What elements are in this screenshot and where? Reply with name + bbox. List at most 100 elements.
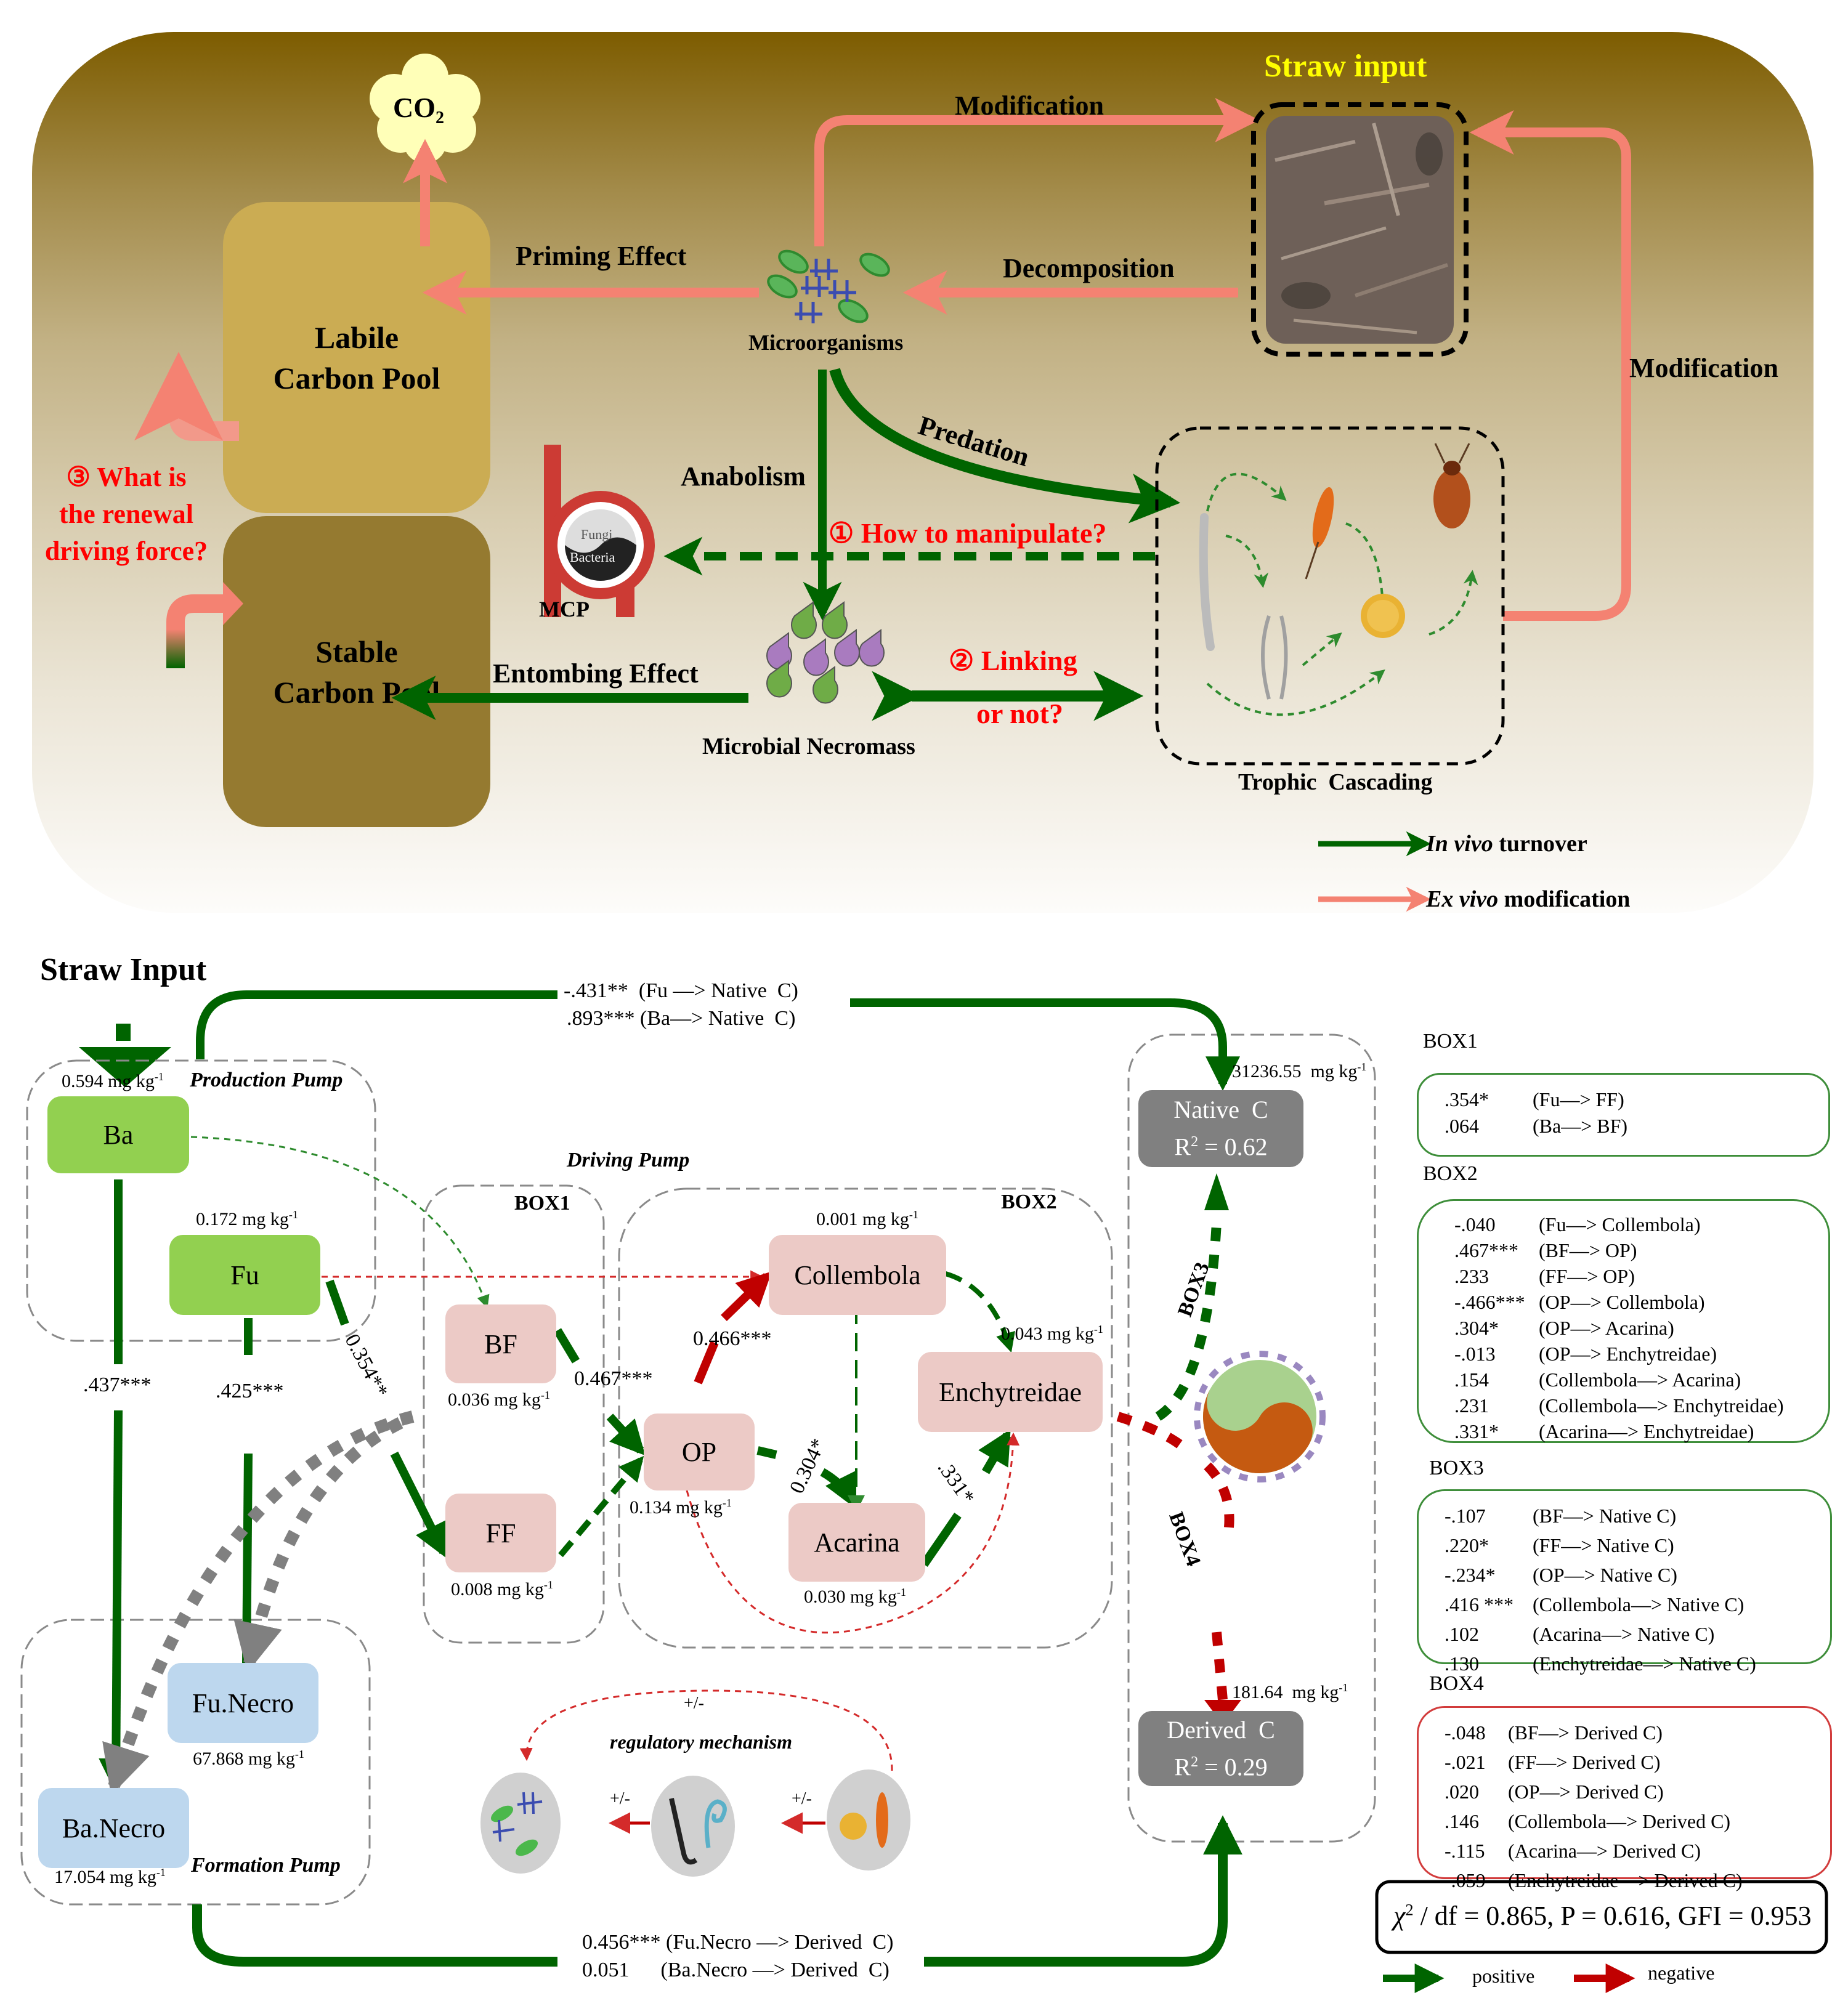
straw-input-title: Straw input — [1264, 49, 1427, 84]
fu-to-ff-path-top — [325, 1279, 349, 1326]
microbe-native-path-left — [196, 990, 557, 1059]
node-ba-necro-value: 17.054 mg kg-1 — [54, 1866, 166, 1888]
coef-value: .354* — [1445, 1088, 1489, 1110]
coef-value: .154 — [1454, 1369, 1489, 1391]
fit-stats-frame — [1375, 1880, 1828, 1954]
coef-box1-row-path: (Ba—> BF) — [1533, 1115, 1627, 1138]
microbial-necromass-icon — [766, 601, 885, 704]
coef-value: .304* — [1454, 1317, 1499, 1339]
node-fu-label: Fu — [230, 1260, 259, 1290]
legend-in-vivo-label: In vivo turnover — [1426, 830, 1587, 857]
path-label-banecro-derived: 0.051 (Ba.Necro —> Derived C) — [582, 1959, 890, 1981]
question-3-line1: ③ What is — [66, 462, 187, 492]
mite-glyph — [840, 1813, 867, 1840]
node-derived-c-value-text: 181.64 mg kg — [1232, 1682, 1339, 1702]
coef-box1-row: .354* — [1445, 1088, 1489, 1111]
bf-to-op-path — [606, 1414, 646, 1456]
node-native-c-r2: R2 = 0.62 — [1174, 1126, 1267, 1163]
necro-derived-path-right — [924, 1815, 1242, 1967]
path-label-bf-op: 0.467*** — [574, 1367, 653, 1390]
coef-path: (Acarina—> Derived C) — [1508, 1840, 1701, 1862]
formation-pump-label: Formation Pump — [191, 1854, 341, 1877]
path-label-ba-banecro: .437*** — [83, 1373, 152, 1396]
nematode-icon — [1199, 513, 1215, 651]
microbe-native-path-right — [850, 998, 1240, 1091]
node-native-c: Native C R2 = 0.62 — [1138, 1090, 1303, 1167]
coef-value: -.115 — [1445, 1840, 1485, 1862]
carbon-outcome-frame — [1127, 1033, 1376, 1843]
path-label-funecro-derived: 0.456*** (Fu.Necro —> Derived C) — [582, 1931, 894, 1954]
legend-positive-label: positive — [1472, 1965, 1535, 1987]
mesofauna-circle-icon — [827, 1769, 910, 1871]
derived-r2-sup: 2 — [1191, 1753, 1199, 1770]
modification-right-arrow — [1469, 110, 1631, 621]
regulatory-feedback-arrow — [519, 1689, 893, 1771]
fu-to-ff-path — [390, 1451, 448, 1559]
coef-value: .220* — [1445, 1534, 1489, 1556]
node-fu-value: 0.172 mg kg-1 — [196, 1208, 298, 1230]
node-fu-necro-unit-sup: -1 — [294, 1748, 304, 1760]
coef-path: (FF—> OP) — [1539, 1265, 1635, 1287]
coef-path: (OP—> Derived C) — [1508, 1781, 1664, 1803]
coef-value: .130 — [1445, 1652, 1479, 1675]
node-derived-c-label: Derived C — [1167, 1715, 1275, 1744]
legend-ex-vivo-label: Ex vivo modification — [1426, 886, 1630, 913]
node-derived-c-value: 181.64 mg kg-1 — [1232, 1681, 1348, 1703]
node-acarina-value-text: 0.030 mg kg — [804, 1587, 897, 1607]
node-derived-c: Derived C R2 = 0.29 — [1138, 1711, 1303, 1786]
node-enchytreidae-label: Enchytreidae — [938, 1377, 1082, 1407]
coef-path: (BF—> OP) — [1539, 1239, 1637, 1261]
trophic-cascading-label: Trophic Cascading — [1238, 769, 1433, 795]
mcp-label: MCP — [539, 597, 590, 621]
regulatory-mechanism-title: regulatory mechanism — [610, 1731, 793, 1753]
collembola-icon — [1305, 487, 1334, 580]
coef-value: .331* — [1454, 1420, 1499, 1442]
coef-box1: .354* (Fu—> FF) .064 (Ba—> BF) — [1417, 1073, 1830, 1157]
box1-label: BOX1 — [514, 1192, 570, 1215]
node-native-c-unit-sup: -1 — [1357, 1061, 1367, 1073]
acarina-to-enchytreidae-path — [978, 1429, 1011, 1474]
node-bf-unit-sup: -1 — [540, 1389, 550, 1401]
node-acarina-value: 0.030 mg kg-1 — [804, 1586, 906, 1608]
legend-in-vivo-text: turnover — [1493, 831, 1587, 857]
coef-value: .020 — [1445, 1781, 1479, 1803]
coef-box1-row: .064 — [1445, 1115, 1479, 1138]
ff-to-op-path — [558, 1455, 644, 1558]
straw-input-frame — [1251, 102, 1469, 357]
straw-input-bottom-title: Straw Input — [40, 952, 207, 987]
coef-path: (Ba—> BF) — [1533, 1115, 1628, 1137]
box2-label: BOX2 — [1001, 1191, 1057, 1213]
production-pump-frame — [26, 1059, 376, 1342]
coef-box2: -.040(Fu—> Collembola).467***(BF—> OP).2… — [1417, 1199, 1830, 1443]
coef-box1-title: BOX1 — [1423, 1030, 1478, 1053]
op-to-acarina-path — [820, 1468, 857, 1510]
node-bf-value: 0.036 mg kg-1 — [448, 1389, 550, 1410]
predation-arrow — [829, 368, 1181, 524]
labile-renewal-arrow — [134, 352, 239, 441]
coef-value: .102 — [1445, 1623, 1479, 1645]
modification-right-label: Modification — [1629, 353, 1778, 383]
coef-value: .467*** — [1454, 1239, 1518, 1261]
modification-top-label: Modification — [955, 91, 1104, 121]
regulatory-top-sign: +/- — [684, 1694, 704, 1713]
node-collembola-label: Collembola — [794, 1260, 921, 1290]
coef-path: (Fu—> FF) — [1533, 1088, 1624, 1110]
coef-box4: -.048(BF—> Derived C)-.021(FF—> Derived … — [1417, 1706, 1832, 1891]
question-3-line2: the renewal — [59, 499, 193, 529]
co2-text: CO — [393, 92, 436, 123]
node-fu: Fu — [169, 1235, 320, 1315]
node-acarina-label: Acarina — [814, 1527, 900, 1558]
acarina-to-enchytreidae-path-bottom — [920, 1513, 962, 1567]
feedback-to-funecro-path — [233, 1417, 403, 1673]
legend-ex-vivo-text: modification — [1498, 886, 1631, 912]
node-fu-necro-label: Fu.Necro — [192, 1688, 294, 1718]
box3-to-native-c-path — [1155, 1222, 1222, 1421]
box2-frame — [618, 1187, 1113, 1649]
coef-value: -.013 — [1454, 1343, 1496, 1365]
node-ba-necro-value-text: 17.054 mg kg — [54, 1867, 156, 1887]
stable-renewal-arrow — [166, 594, 225, 668]
node-fu-necro: Fu.Necro — [168, 1663, 318, 1743]
path-label-ba-native: .893*** (Ba—> Native C) — [567, 1007, 796, 1030]
